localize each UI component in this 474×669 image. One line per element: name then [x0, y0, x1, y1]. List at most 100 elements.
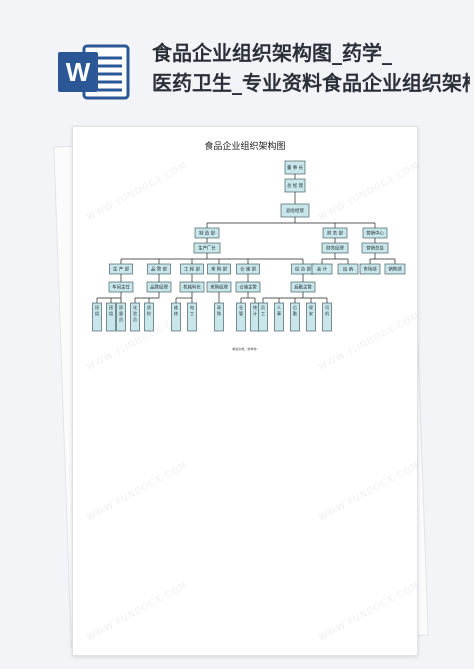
org-box-label: 董 事 长: [287, 164, 304, 171]
org-box-label: 司: [325, 305, 329, 310]
org-box-label: 会 计: [317, 266, 328, 273]
org-box-label: 员: [261, 304, 265, 310]
org-box-label: 勤: [293, 310, 297, 316]
org-node-section: 出 纳: [337, 263, 359, 275]
document-title-line-1: 食品企业组织架构图_药学_: [152, 41, 392, 65]
document-title-line-2: 医药卫生_专业资料食品企业组织架构图: [152, 71, 470, 95]
org-box-label: 财 务 部: [327, 230, 344, 237]
org-box-label: 财务经理: [326, 245, 344, 252]
watermark: WWW.YUNDOCX.COM: [85, 581, 190, 643]
org-node-staff: 人事: [274, 302, 284, 332]
org-box-label: 副总经理: [286, 207, 304, 214]
org-node-dept-head: 生产厂长: [193, 242, 221, 254]
org-box-label: 生 产 部: [113, 266, 130, 273]
org-node-section: 销售部: [384, 263, 406, 275]
org-node-staff: 统计: [250, 302, 260, 332]
org-node-staff: 化验员: [130, 302, 140, 332]
org-box-label: 采: [217, 304, 221, 310]
org-node-section: 生 产 部: [109, 263, 133, 275]
org-node-section: 市场部: [359, 263, 381, 275]
org-box-label: 销售部: [388, 266, 402, 273]
org-node-manager: 仓储主管: [235, 281, 261, 293]
org-node-section: 采 购 部: [207, 263, 231, 275]
org-node-staff: 班组: [92, 302, 102, 332]
org-box-label: 购: [217, 310, 221, 316]
org-box-label: 制 造 部: [199, 230, 216, 237]
org-node-staff: 采购: [214, 302, 224, 332]
org-box-label: 品管经理: [150, 284, 168, 291]
org-box-label: 修: [174, 310, 178, 316]
org-node-staff: 保安: [306, 302, 316, 332]
org-box-label: 班: [109, 304, 113, 310]
org-box-label: 电: [190, 304, 194, 310]
word-document-icon: W: [58, 42, 132, 102]
org-box-label: 采 购 部: [211, 266, 228, 273]
org-box-label: 生产厂长: [198, 245, 216, 252]
org-box-label: 统: [253, 304, 257, 310]
org-node-chairman: 董 事 长: [284, 160, 306, 175]
org-node-manager: 后勤主管: [290, 281, 316, 293]
org-box-label: 后: [293, 304, 297, 310]
org-box-label: 工: [261, 311, 265, 316]
org-box-label: 安: [309, 310, 313, 316]
org-node-dept-head: 营销总监: [361, 242, 389, 254]
org-node-manager: 机械科长: [179, 281, 205, 293]
org-box-label: 仓储主管: [239, 284, 257, 291]
org-box-label: 机: [325, 310, 329, 316]
org-box-label: 出 纳: [343, 266, 354, 273]
org-node-section: 工 程 部: [180, 263, 204, 275]
org-node-staff: 质量员: [116, 302, 126, 332]
org-node-dept: 制 造 部: [194, 227, 220, 239]
org-box-label: 维: [174, 304, 178, 310]
org-box-label: 车间主任: [112, 284, 130, 291]
org-box-label: 事: [277, 310, 281, 316]
document-page: WWW.YUNDOCX.COM WWW.YUNDOCX.COM WWW.YUND…: [72, 126, 422, 656]
org-box-label: 营销总监: [366, 245, 384, 252]
org-node-general-manager: 总 经 理: [284, 178, 306, 193]
org-node-staff: 仓管: [236, 302, 246, 332]
org-chart-title: 食品企业组织架构图: [204, 142, 286, 152]
org-box-label: 工 程 部: [184, 266, 201, 273]
org-box-label: 仓: [239, 304, 243, 310]
org-box-label: 市场部: [363, 266, 377, 273]
org-node-section: 会 计: [311, 263, 333, 275]
org-node-staff: 员工: [258, 302, 268, 332]
org-node-staff: 班组: [106, 302, 116, 332]
document-title: 食品企业组织架构图_药学_ 医药卫生_专业资料食品企业组织架构图: [152, 38, 470, 98]
org-box-label: 综 合 部: [295, 266, 312, 273]
org-node-manager: 采购经理: [206, 281, 232, 293]
org-box-label: 总 经 理: [287, 182, 304, 189]
org-node-dept-head: 财务经理: [321, 242, 349, 254]
org-box-label: 组: [95, 310, 99, 316]
org-node-dept: 营销中心: [362, 227, 388, 239]
org-node-staff: 司机: [322, 302, 332, 332]
org-box-label: 管: [239, 310, 243, 316]
org-node-dept: 财 务 部: [322, 227, 348, 239]
org-box-label: 机械科长: [183, 284, 201, 291]
org-node-deputy-gm: 副总经理: [280, 203, 310, 218]
org-node-staff: 质检: [144, 302, 154, 332]
org-box-label: 化: [133, 304, 137, 310]
org-box-label: 后勤主管: [294, 284, 312, 291]
org-node-staff: 后勤: [290, 302, 300, 332]
watermark: WWW.YUNDOCX.COM: [85, 461, 190, 523]
watermark: WWW.YUNDOCX.COM: [317, 581, 422, 643]
watermark: WWW.YUNDOCX.COM: [317, 461, 422, 523]
org-node-staff: 电工: [187, 302, 197, 332]
org-node-manager: 车间主任: [108, 281, 134, 293]
document-footnote: 精选文档，供参考!: [232, 347, 258, 351]
org-box-label: 营销中心: [366, 230, 384, 237]
org-node-section: 仓 储 部: [236, 263, 260, 275]
org-node-section: 综 合 部: [291, 263, 315, 275]
org-box-label: 保: [309, 304, 313, 310]
org-box-label: 计: [253, 310, 257, 316]
org-box-label: 质: [119, 304, 123, 310]
org-box-label: 工: [190, 311, 194, 316]
org-node-manager: 品管经理: [146, 281, 172, 293]
org-box-label: 验: [133, 310, 137, 316]
org-node-staff: 维修: [171, 302, 181, 332]
org-box-label: 质: [147, 304, 151, 310]
org-box-label: 员: [133, 316, 137, 322]
org-box-label: 班: [95, 304, 99, 310]
